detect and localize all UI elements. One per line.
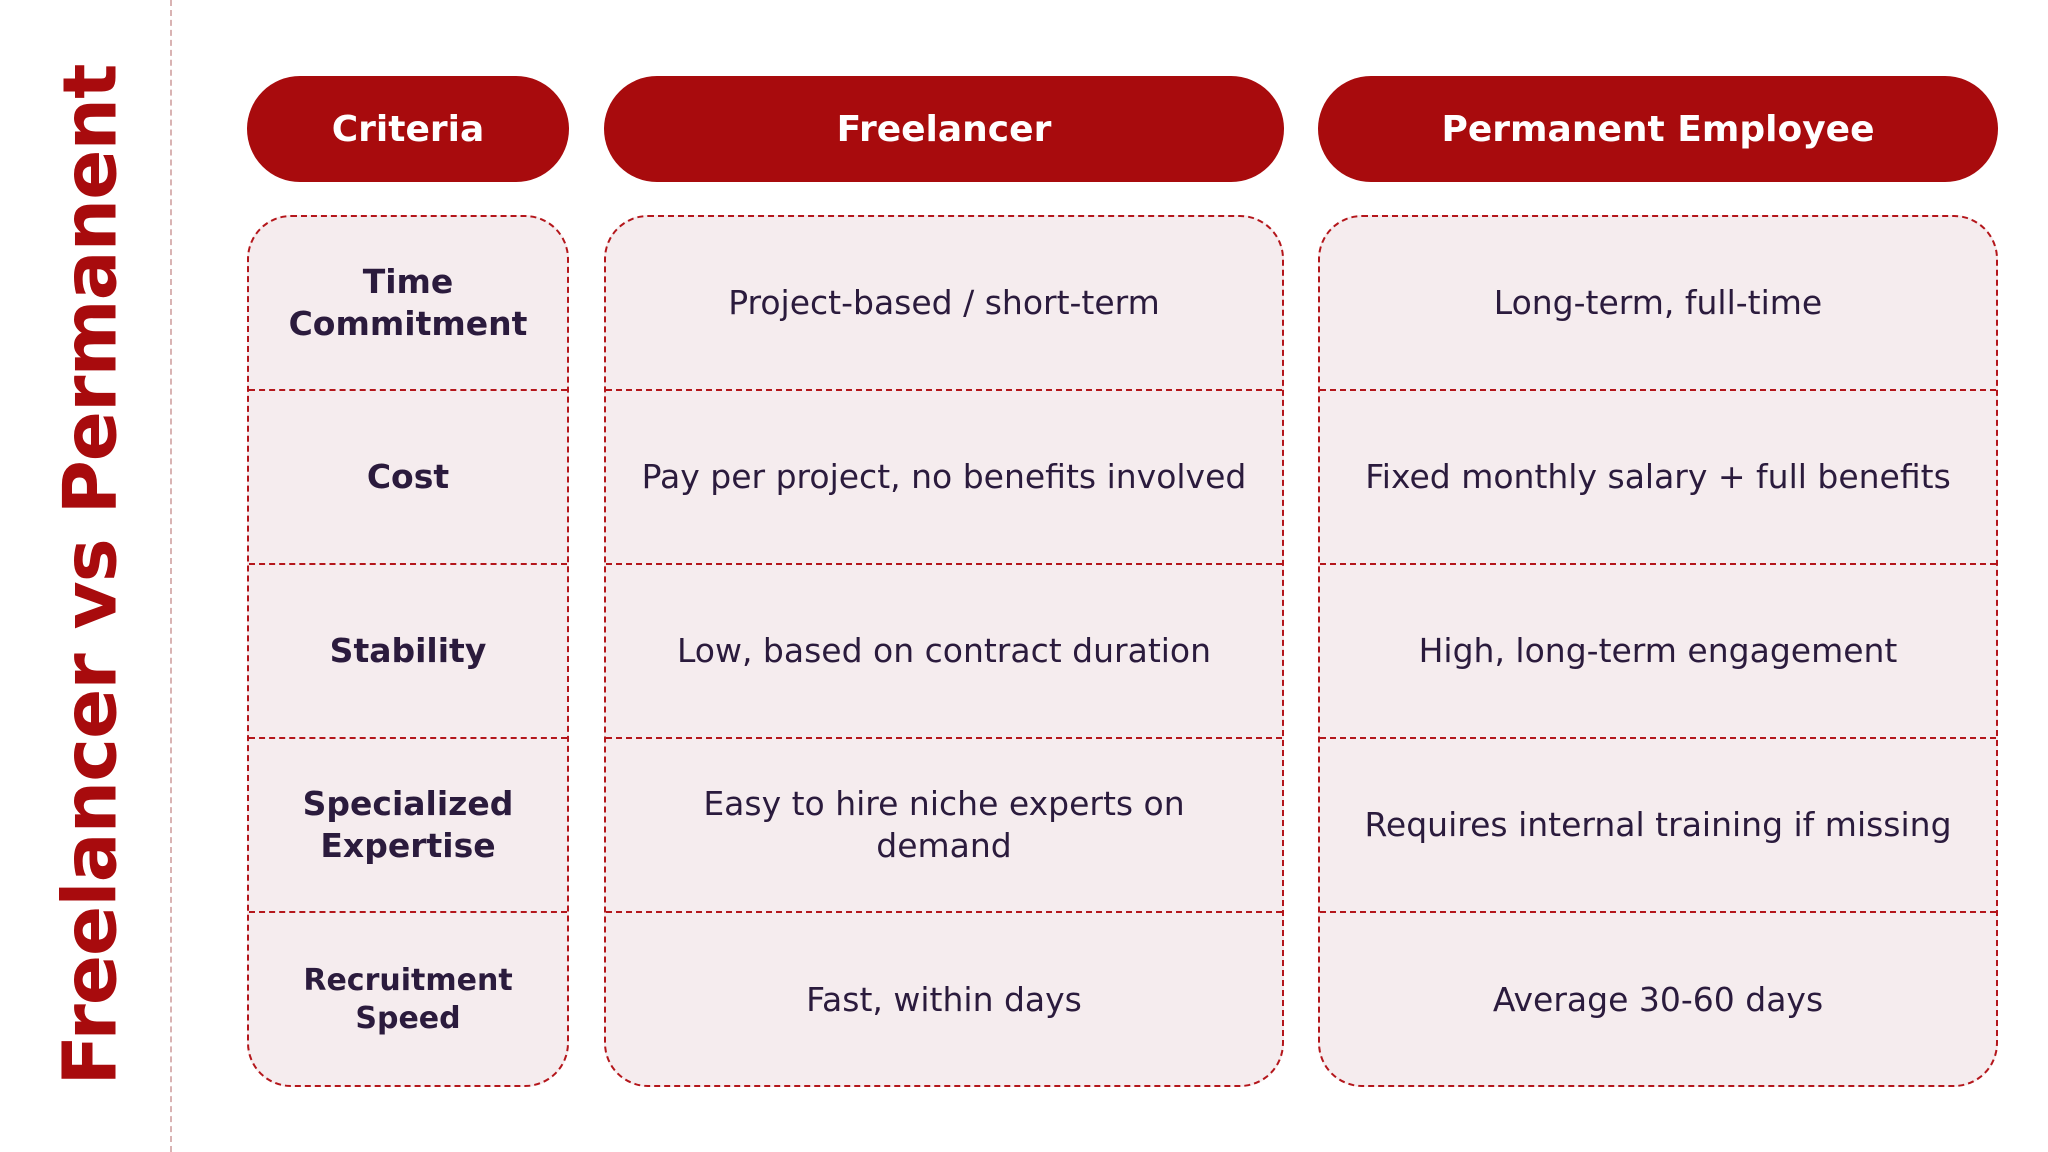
criteria-column: Time Commitment Cost Stability Specializ… — [247, 215, 569, 1087]
permanent-cell: Long-term, full-time — [1320, 217, 1996, 391]
permanent-cell: Average 30-60 days — [1492, 980, 1824, 1019]
header-permanent-employee: Permanent Employee — [1318, 76, 1998, 182]
criteria-cell: Time Commitment — [249, 217, 567, 391]
header-criteria: Criteria — [247, 76, 569, 182]
permanent-employee-column: Long-term, full-time Fixed monthly salar… — [1318, 215, 1998, 1087]
side-title-container: Freelancer vs Permanent — [20, 60, 160, 1090]
criteria-cell: Cost — [249, 391, 567, 565]
permanent-cell: High, long-term engagement — [1320, 565, 1996, 739]
vertical-divider — [170, 0, 172, 1152]
criteria-cell: Stability — [249, 565, 567, 739]
freelancer-cell: Easy to hire niche experts on demand — [606, 739, 1282, 913]
permanent-cell: Requires internal training if missing — [1320, 739, 1996, 913]
header-freelancer: Freelancer — [604, 76, 1284, 182]
freelancer-cell: Project-based / short-term — [606, 217, 1282, 391]
freelancer-column: Project-based / short-term Pay per proje… — [604, 215, 1284, 1087]
page-title: Freelancer vs Permanent — [47, 64, 134, 1086]
freelancer-cell: Low, based on contract duration — [606, 565, 1282, 739]
freelancer-cell: Pay per project, no benefits involved — [606, 391, 1282, 565]
freelancer-cell: Fast, within days — [806, 980, 1082, 1019]
criteria-cell: Recruitment Speed — [303, 963, 513, 1036]
criteria-cell: Specialized Expertise — [249, 739, 567, 913]
permanent-cell: Fixed monthly salary + full benefits — [1320, 391, 1996, 565]
